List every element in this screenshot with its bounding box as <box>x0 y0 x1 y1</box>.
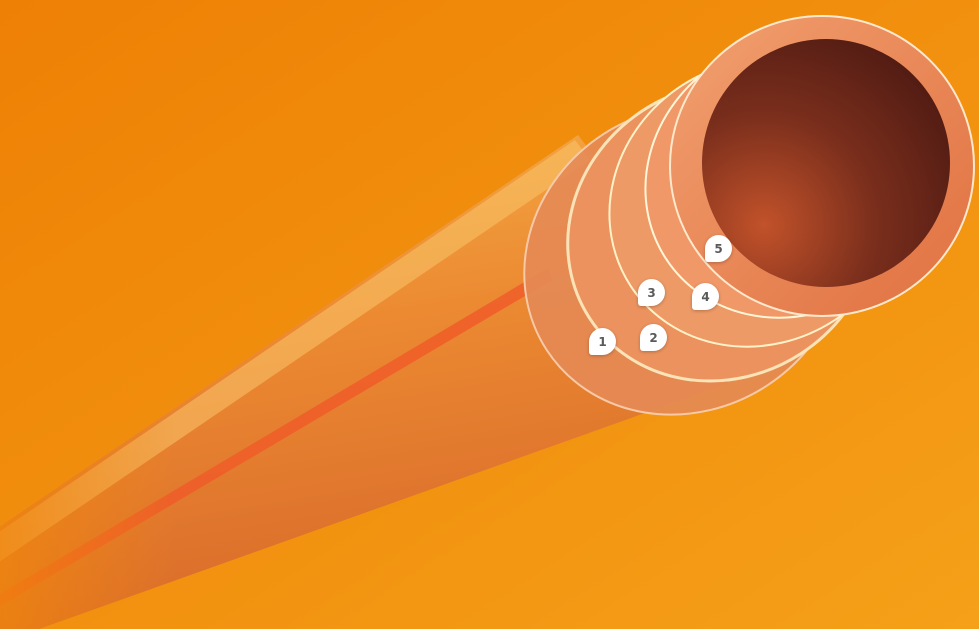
layer-marker-5[interactable]: 5 <box>705 235 732 262</box>
marker-label: 4 <box>701 290 709 304</box>
layer-marker-1[interactable]: 1 <box>589 328 616 355</box>
marker-label: 2 <box>649 331 657 345</box>
marker-label: 1 <box>598 335 606 349</box>
layer-marker-2[interactable]: 2 <box>640 324 667 351</box>
layer-marker-4[interactable]: 4 <box>692 283 719 310</box>
layer-marker-3[interactable]: 3 <box>638 279 665 306</box>
marker-label: 3 <box>647 286 655 300</box>
marker-label: 5 <box>714 242 722 256</box>
pipe-bore <box>702 39 950 287</box>
